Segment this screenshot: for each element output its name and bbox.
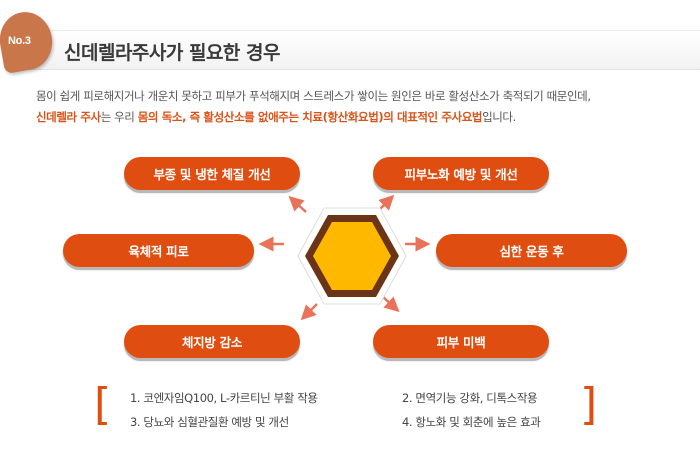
header-bar (28, 30, 700, 70)
arrow-down-left-icon (300, 303, 318, 321)
highlight-antioxidant: 몸의 독소, 즉 활성산소를 없애주는 치료(항산화요법)의 대표적인 주사요법 (137, 110, 483, 124)
case-physical-fatigue: 육체적 피로 (63, 234, 254, 267)
case-skin-aging: 피부노화 예방 및 개선 (373, 157, 549, 190)
case-body-fat: 체지방 감소 (124, 325, 300, 358)
effect-item: 3. 당뇨와 심혈관질환 예방 및 개선 (130, 415, 289, 429)
bracket-close: ] (580, 379, 598, 430)
description-text: 입니다. (482, 110, 516, 124)
effect-item: 1. 코엔자임Q100, L-카르티닌 부활 작용 (130, 391, 318, 405)
arrow-up-left-icon (288, 195, 307, 213)
section-title: 신데렐라주사가 필요한 경우 (64, 42, 281, 64)
case-edema: 부종 및 냉한 체질 개선 (124, 157, 300, 190)
description-line-2: 신데렐라 주사는 우리 몸의 독소, 즉 활성산소를 없애주는 치료(항산화요법… (36, 107, 676, 128)
effect-item: 4. 항노화 및 회춘에 높은 효과 (402, 415, 541, 429)
description-text: 는 우리 (100, 110, 138, 124)
section-header: No.3 신데렐라주사가 필요한 경우 (0, 0, 700, 80)
hexagon-icon (297, 207, 407, 305)
number-badge-label: No.3 (8, 35, 31, 47)
description: 몸이 쉽게 피로해지거나 개운치 못하고 피부가 푸석해지며 스트레스가 쌓이는… (36, 86, 676, 128)
highlight-cinderella: 신데렐라 주사 (36, 110, 101, 124)
effect-item: 2. 면역기능 강화, 디톡스작용 (402, 391, 538, 405)
description-line-1: 몸이 쉽게 피로해지거나 개운치 못하고 피부가 푸석해지며 스트레스가 쌓이는… (36, 89, 591, 103)
case-after-exercise: 심한 운동 후 (436, 234, 627, 267)
bracket-open: [ (94, 379, 112, 430)
arrow-down-right-icon (381, 295, 400, 313)
case-skin-whitening: 피부 미백 (373, 325, 549, 358)
